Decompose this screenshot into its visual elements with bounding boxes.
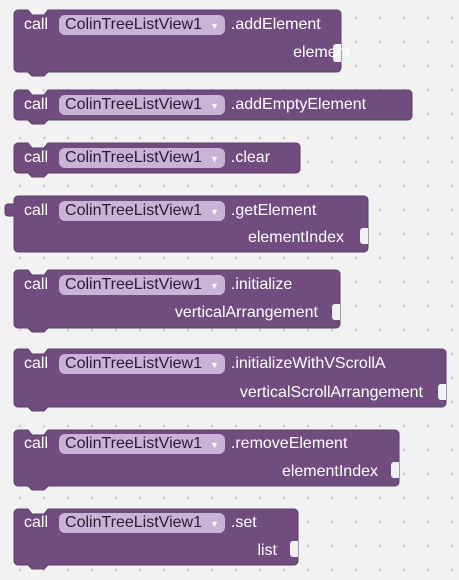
component-dropdown[interactable]: ColinTreeListView1 ▼ (59, 275, 225, 295)
dropdown-caret-icon: ▼ (209, 281, 219, 291)
component-name: ColinTreeListView1 (65, 16, 202, 33)
component-dropdown[interactable]: ColinTreeListView1 ▼ (59, 15, 225, 35)
component-dropdown[interactable]: ColinTreeListView1 ▼ (59, 148, 225, 168)
component-name: ColinTreeListView1 (65, 149, 202, 166)
dropdown-caret-icon: ▼ (209, 440, 219, 450)
component-dropdown[interactable]: ColinTreeListView1 ▼ (59, 354, 225, 374)
call-keyword: call (24, 149, 49, 166)
block-header-row: call ColinTreeListView1 ▼ .removeElement (14, 430, 347, 458)
call-block-set[interactable]: call ColinTreeListView1 ▼ .set list (13, 508, 454, 570)
dropdown-caret-icon: ▼ (209, 154, 219, 164)
component-dropdown[interactable]: ColinTreeListView1 ▼ (59, 201, 225, 221)
component-name: ColinTreeListView1 (65, 276, 202, 293)
call-block-remove-element[interactable]: call ColinTreeListView1 ▼ .removeElement… (13, 429, 454, 491)
call-block-initialize-with-vscroll[interactable]: call ColinTreeListView1 ▼ .initializeWit… (13, 348, 454, 412)
method-name: .getElement (230, 202, 317, 219)
block-header-row: call ColinTreeListView1 ▼ .set (14, 509, 257, 537)
block-header-row: call ColinTreeListView1 ▼ .getElement (14, 197, 316, 225)
dropdown-caret-icon: ▼ (209, 519, 219, 529)
component-name: ColinTreeListView1 (65, 355, 202, 372)
method-name: .initialize (230, 276, 293, 293)
param-label: verticalScrollArrangement (239, 384, 423, 401)
block-header-row: call ColinTreeListView1 ▼ .initialize (14, 271, 292, 299)
dropdown-caret-icon: ▼ (209, 360, 219, 370)
component-name: ColinTreeListView1 (65, 435, 202, 452)
dropdown-caret-icon: ▼ (209, 101, 219, 111)
dropdown-caret-icon: ▼ (209, 207, 219, 217)
component-name: ColinTreeListView1 (65, 202, 202, 219)
call-keyword: call (24, 96, 49, 113)
component-dropdown[interactable]: ColinTreeListView1 ▼ (59, 95, 225, 115)
param-label: elementIndex (247, 229, 344, 246)
call-block-initialize[interactable]: call ColinTreeListView1 ▼ .initialize ve… (13, 269, 454, 333)
method-name: .set (230, 514, 257, 531)
block-header-row: call ColinTreeListView1 ▼ .clear (14, 144, 270, 172)
block-header-row: call ColinTreeListView1 ▼ .addEmptyEleme… (14, 91, 366, 119)
block-header-row: call ColinTreeListView1 ▼ .initializeWit… (14, 350, 386, 378)
component-dropdown[interactable]: ColinTreeListView1 ▼ (59, 434, 225, 454)
method-name: .addEmptyElement (230, 96, 367, 113)
call-keyword: call (24, 514, 49, 531)
method-name: .clear (230, 149, 271, 166)
call-block-clear[interactable]: call ColinTreeListView1 ▼ .clear (13, 142, 454, 178)
component-name: ColinTreeListView1 (65, 514, 202, 531)
call-keyword: call (24, 355, 49, 372)
call-keyword: call (24, 276, 49, 293)
call-block-get-element[interactable]: call ColinTreeListView1 ▼ .getElement el… (4, 195, 454, 254)
component-dropdown[interactable]: ColinTreeListView1 ▼ (59, 513, 225, 533)
param-label: elementIndex (281, 463, 378, 480)
call-keyword: call (24, 202, 49, 219)
method-name: .removeElement (230, 435, 348, 452)
block-header-row: call ColinTreeListView1 ▼ .addElement (14, 11, 321, 39)
call-keyword: call (24, 16, 49, 33)
param-label: element (293, 44, 350, 61)
param-label: verticalArrangement (174, 304, 318, 321)
method-name: .addElement (230, 16, 321, 33)
component-name: ColinTreeListView1 (65, 96, 202, 113)
param-label: list (257, 542, 277, 559)
call-block-add-element[interactable]: call ColinTreeListView1 ▼ .addElement el… (13, 9, 454, 77)
call-keyword: call (24, 435, 49, 452)
method-name: .initializeWithVScrollA (230, 355, 386, 372)
dropdown-caret-icon: ▼ (209, 21, 219, 31)
call-block-add-empty-element[interactable]: call ColinTreeListView1 ▼ .addEmptyEleme… (13, 89, 454, 125)
